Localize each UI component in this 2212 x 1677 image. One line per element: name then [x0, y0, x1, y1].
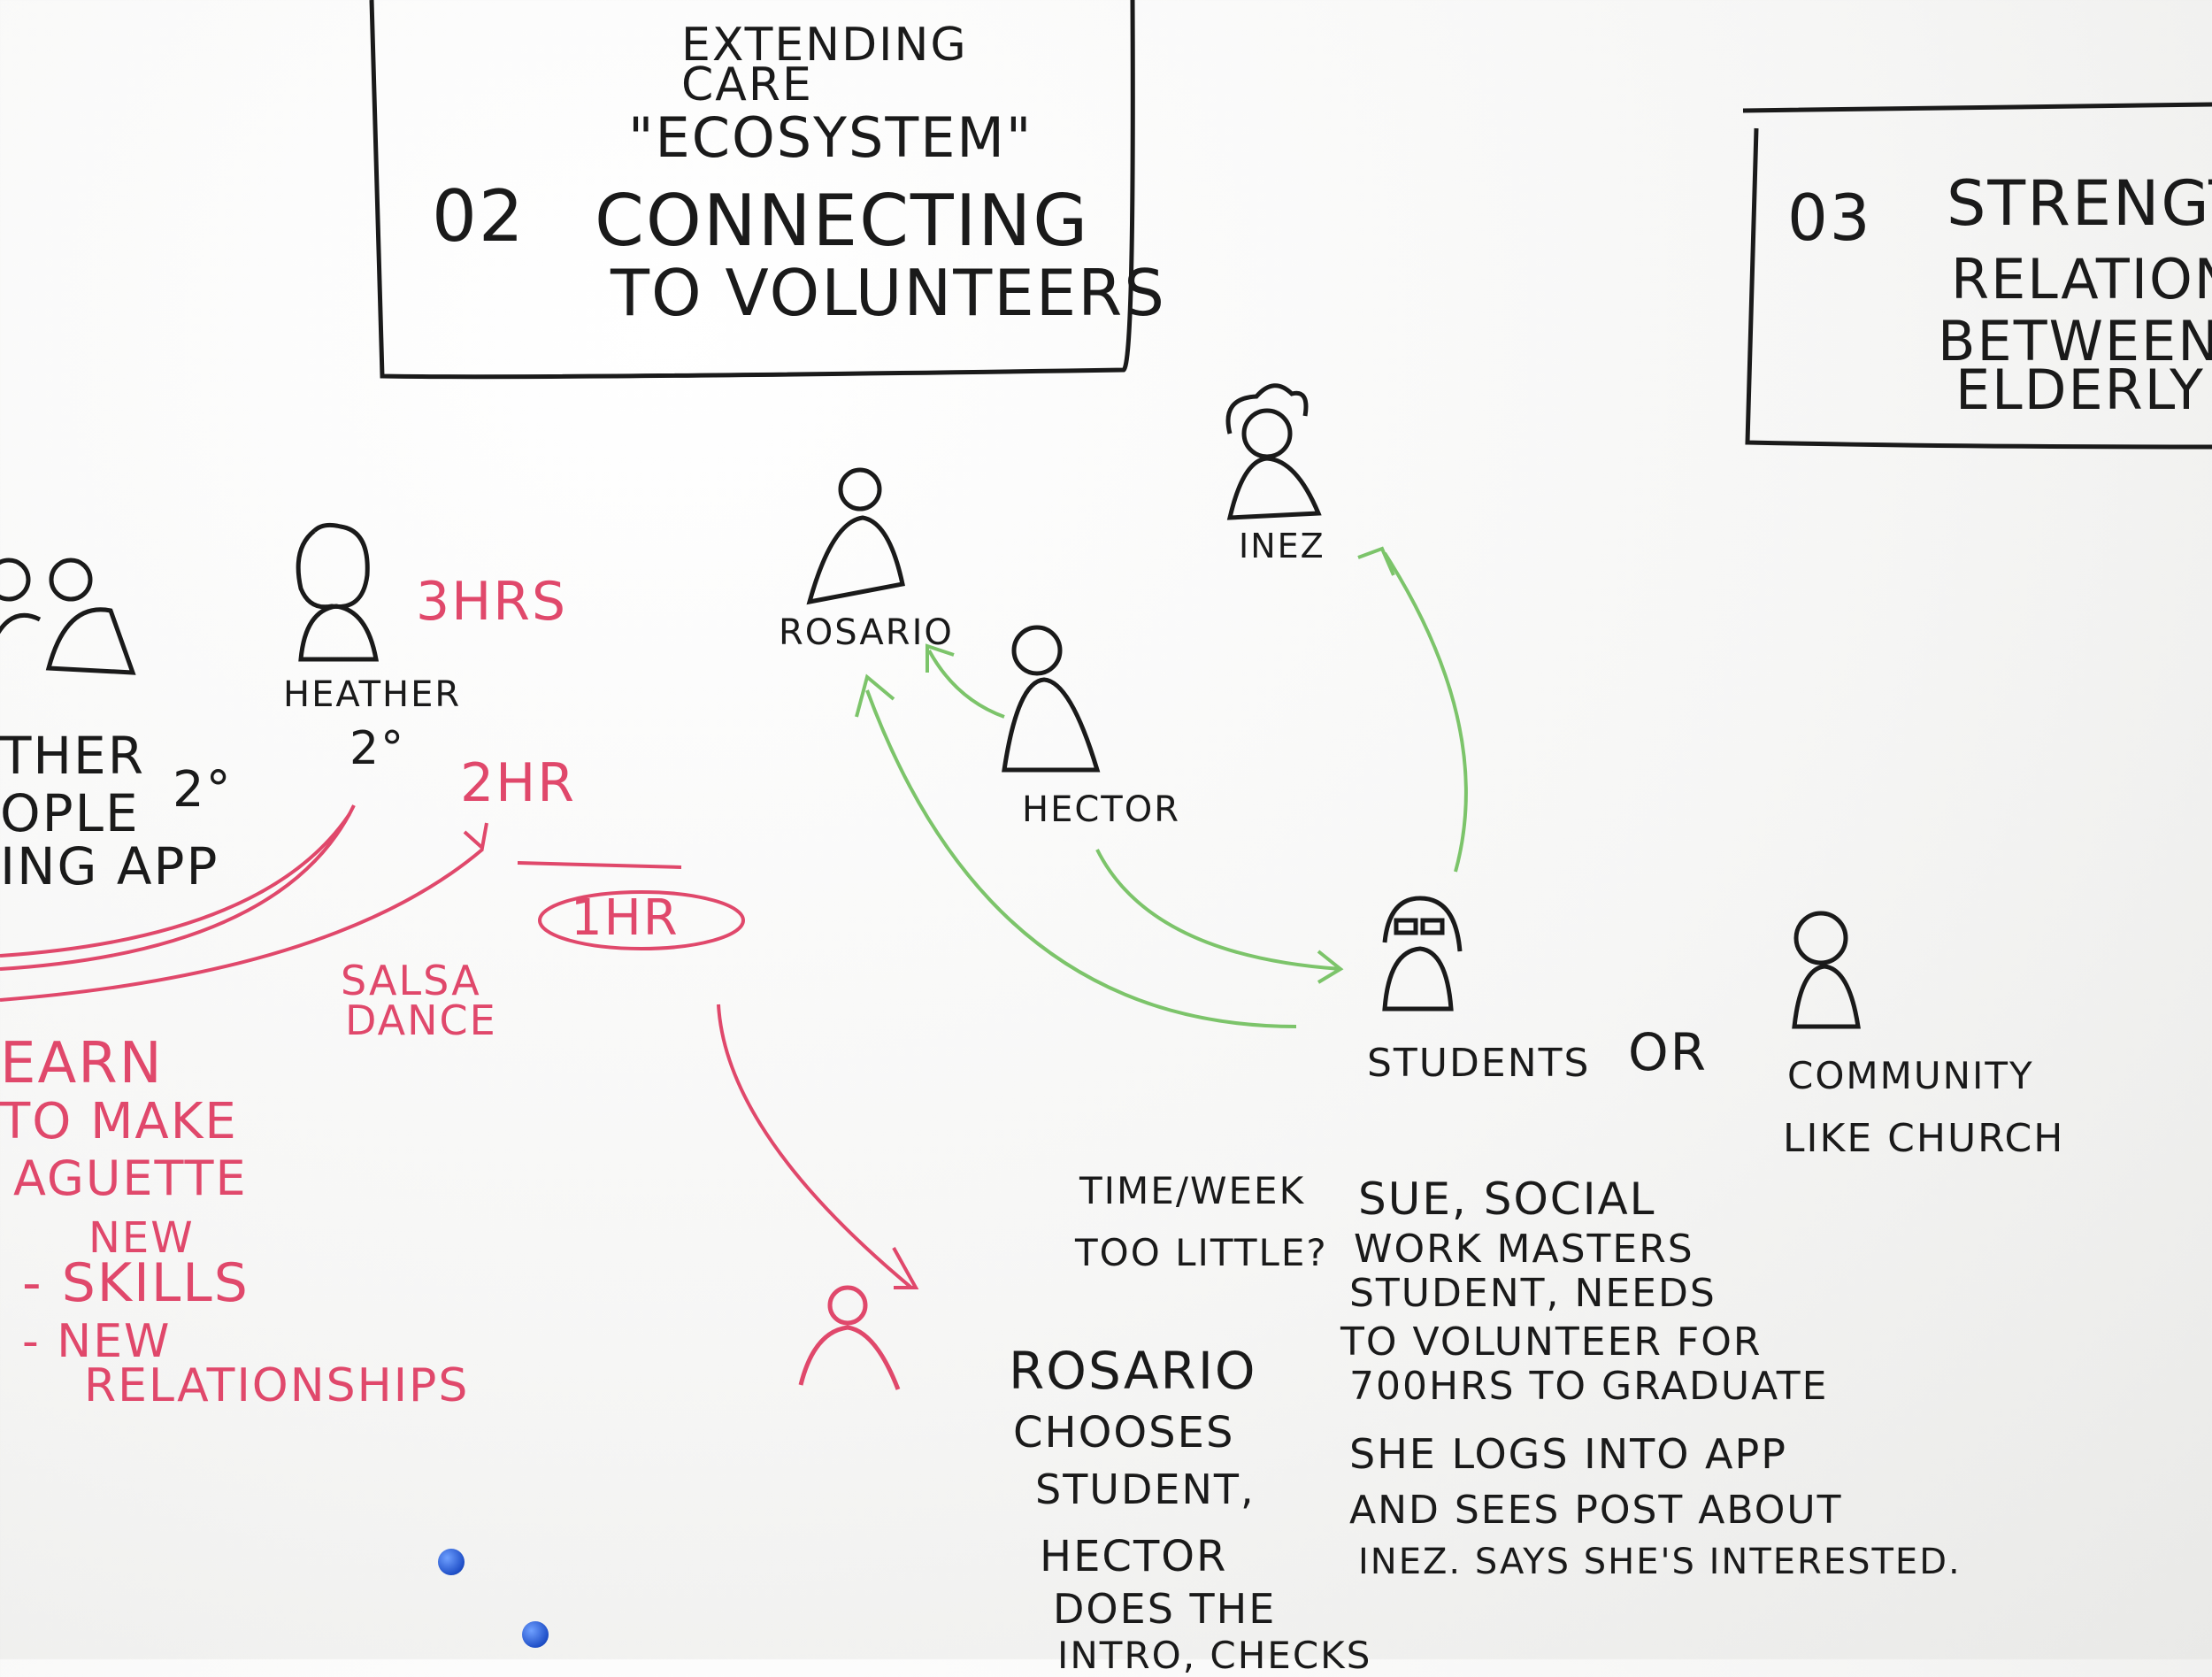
note-rosario-line2: CHOOSES: [1013, 1412, 1234, 1454]
box2-number: 02: [432, 181, 526, 252]
person-icon-hector: [1004, 627, 1097, 770]
learn-line2: TO MAKE: [0, 1097, 238, 1147]
heather-degree: 2°: [349, 726, 405, 772]
person-icon-other-people: [0, 560, 133, 673]
note-rosario-line3: STUDENT,: [1035, 1469, 1256, 1510]
person-icon-rosario: [810, 470, 902, 602]
box3-number: 03: [1787, 186, 1872, 250]
note-logs-line3: INEZ. SAYS SHE'S INTERESTED.: [1358, 1544, 1962, 1580]
note-sue-line3: STUDENT, NEEDS: [1349, 1274, 1717, 1313]
community-label: COMMUNITY: [1787, 1058, 2034, 1095]
box2-header-care: CARE: [681, 62, 813, 108]
students-label: STUDENTS: [1367, 1044, 1590, 1083]
box2-title-connecting: CONNECTING: [595, 186, 1089, 257]
rosario-label: ROSARIO: [779, 615, 954, 650]
relationships-label: RELATIONSHIPS: [84, 1363, 469, 1409]
learn-line1: EARN: [0, 1035, 164, 1092]
skills-label: - SKILLS: [22, 1257, 250, 1310]
inez-label: INEZ: [1239, 529, 1325, 563]
salsa-label: SALSA: [341, 960, 481, 1001]
note-rosario-line1: ROSARIO: [1009, 1345, 1257, 1396]
note-sue-line1: SUE, SOCIAL: [1358, 1177, 1656, 1221]
person-icon-student: [1385, 898, 1460, 1009]
blue-magnet: [522, 1621, 549, 1648]
hector-label: HECTOR: [1022, 792, 1180, 827]
note-time-week: TIME/WEEK: [1079, 1173, 1305, 1210]
box2-title-volunteers: TO VOLUNTEERS: [611, 261, 1166, 325]
note-rosario-line4: HECTOR: [1040, 1535, 1227, 1578]
person-icon-heather: [298, 525, 376, 659]
other-people-line2: OPLE: [0, 788, 140, 839]
learn-line3: AGUETTE: [13, 1155, 248, 1203]
blue-magnet: [438, 1549, 465, 1575]
person-icon-inez: [1228, 386, 1318, 518]
heather-label: HEATHER: [283, 677, 461, 712]
person-icon-community: [1794, 913, 1858, 1027]
note-logs-line1: SHE LOGS INTO APP: [1349, 1434, 1787, 1474]
person-icon-red: [801, 1288, 898, 1389]
box2-header-ecosystem: "ECOSYSTEM": [628, 111, 1033, 165]
note-sue-line2: WORK MASTERS: [1354, 1230, 1694, 1269]
box3-line1: STRENGTH: [1947, 173, 2212, 235]
hours-3hrs: 3HRS: [416, 575, 567, 628]
dance-label: DANCE: [345, 1000, 497, 1041]
note-sue-line5: 700HRS TO GRADUATE: [1349, 1367, 1828, 1406]
hours-2hr: 2HR: [460, 757, 576, 810]
note-too-little: TOO LITTLE?: [1075, 1235, 1328, 1272]
hours-1hr: 1HR: [571, 894, 680, 943]
new-relationships-label: - NEW: [22, 1319, 171, 1365]
other-people-line1: THER: [0, 730, 145, 781]
box3-line2: RELATIONS: [1951, 252, 2212, 307]
note-rosario-line5: DOES THE: [1053, 1589, 1276, 1629]
other-people-degree: 2°: [173, 765, 233, 815]
box3-line4: ELDERLY PE: [1955, 363, 2212, 418]
note-rosario-line6: INTRO, CHECKS: [1057, 1637, 1371, 1674]
note-sue-line4: TO VOLUNTEER FOR: [1340, 1323, 1762, 1362]
note-logs-line2: AND SEES POST ABOUT: [1349, 1491, 1843, 1530]
other-people-line3: ING APP: [0, 841, 219, 892]
like-church-label: LIKE CHURCH: [1783, 1119, 2064, 1158]
or-label: OR: [1628, 1027, 1708, 1078]
